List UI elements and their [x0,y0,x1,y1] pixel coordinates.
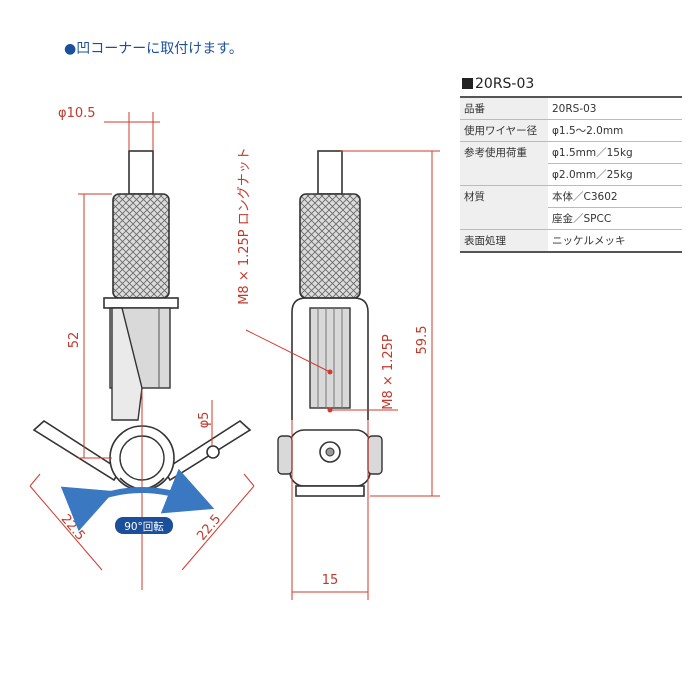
spec-value: 20RS-03 [548,96,682,120]
top-pin [128,150,154,195]
spec-title-text: 20RS-03 [475,76,535,92]
spec-value: φ1.5～2.0mm [548,119,682,142]
side-dimensions: M8 × 1.25P ロングナット M8 × 1.25P 59.5 15 [237,147,440,600]
side-top-pin [317,150,343,195]
spec-key: 品番 [460,96,548,120]
side-bolt [309,307,351,409]
spec-value: φ1.5mm／15kg [548,141,682,164]
rotation-label: 90°回転 [124,521,164,533]
hole-diameter-label: φ5 [197,412,212,429]
heading-text: 凹コーナーに取付けます。 [76,41,243,57]
height-right-label: 59.5 [415,326,430,355]
spec-value: ニッケルメッキ [548,229,682,253]
bullet-icon: ● [64,41,77,57]
washer [103,297,179,309]
side-clip-left [277,435,293,475]
spec-key [460,207,548,230]
bolt-label: M8 × 1.25P [381,334,396,410]
nut-label: M8 × 1.25P ロングナット [237,147,252,305]
side-frame [291,297,369,420]
spec-row: 座金／SPCC [460,207,682,230]
spec-key: 材質 [460,185,548,208]
rotation-arrow-icon [60,468,215,532]
width-bottom-label: 15 [322,573,339,588]
spec-row: 表面処理ニッケルメッキ [460,229,682,253]
spec-value: 本体／C3602 [548,185,682,208]
spec-value: φ2.0mm／25kg [548,163,682,186]
spec-value: 座金／SPCC [548,207,682,230]
square-bullet-icon [462,78,473,89]
page-heading: ●凹コーナーに取付けます。 [64,38,243,58]
left-arm [32,419,122,482]
height-left-label: 52 [67,332,82,349]
spec-key [460,163,548,186]
spec-key: 参考使用荷重 [460,141,548,164]
hole [206,445,220,459]
spec-key: 表面処理 [460,229,548,253]
spec-key: 使用ワイヤー径 [460,119,548,142]
arm-right-label: 22.5 [194,512,224,544]
spec-row: 材質本体／C3602 [460,185,682,208]
spec-title: 20RS-03 [462,76,534,92]
wedge [111,307,143,421]
rotation-badge [115,517,173,534]
top-diameter-label: φ10.5 [58,106,96,121]
knurled-nut [112,193,170,299]
rotation-indicator: 90°回転 [60,468,215,534]
side-clip-right [367,435,383,475]
side-view [277,150,383,497]
arm-left-label: 22.5 [58,512,88,544]
spec-row: φ2.0mm／25kg [460,163,682,186]
side-knurled-nut [299,193,361,299]
